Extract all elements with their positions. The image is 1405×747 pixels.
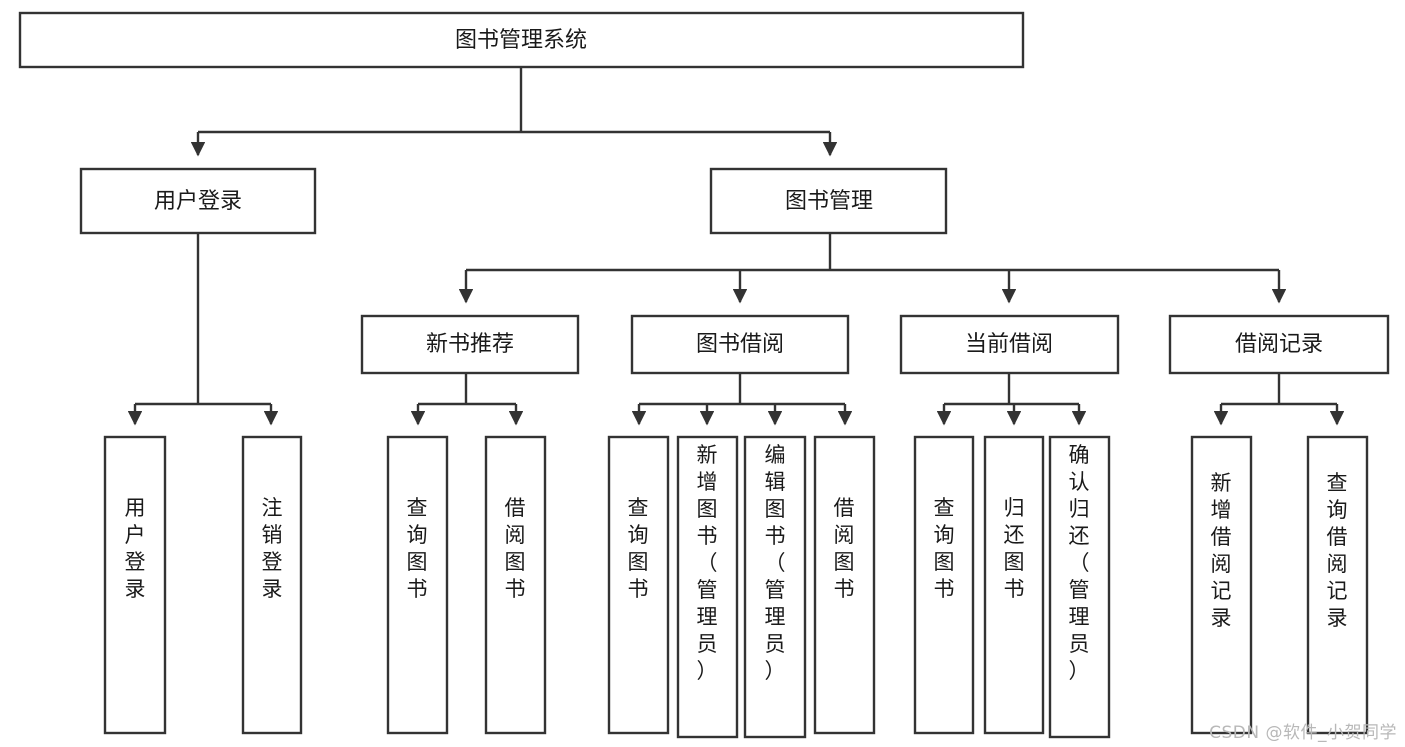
node-borrow-record-label: 借阅记录 xyxy=(1235,332,1323,357)
leaf-query-book-current[interactable]: 查询图书 xyxy=(913,435,975,735)
node-root-box[interactable] xyxy=(18,11,1025,69)
leaf-user-login-label: 用户登录 xyxy=(125,496,146,601)
leaf-user-login[interactable]: 用户登录 xyxy=(103,435,167,735)
node-current-borrow-box[interactable] xyxy=(899,314,1120,375)
leaf-query-book-recommend-label: 查询图书 xyxy=(407,496,428,601)
leaf-confirm-return-box[interactable] xyxy=(1048,435,1111,739)
connectors-bookmanage-to-level3 xyxy=(458,233,1287,304)
connectors-borrowrecord-to-leaves xyxy=(1213,373,1345,426)
leaf-borrow-book-borrow-box[interactable] xyxy=(813,435,876,735)
connectors-bookborrow-to-leaves xyxy=(631,373,853,426)
leaf-query-book-current-box[interactable] xyxy=(913,435,975,735)
leaf-borrow-book-recommend-label: 借阅图书 xyxy=(505,496,526,601)
leaf-add-borrow-record-label: 新增借阅记录 xyxy=(1211,471,1232,630)
leaf-query-borrow-record-label: 查询借阅记录 xyxy=(1327,471,1348,630)
leaf-add-borrow-record-box[interactable] xyxy=(1190,435,1253,735)
leaf-logout-login-label: 注销登录 xyxy=(262,496,283,601)
leaf-add-borrow-record[interactable]: 新增借阅记录 xyxy=(1190,435,1253,735)
connectors-userlogin-to-leaves xyxy=(127,233,279,426)
leaf-logout-login[interactable]: 注销登录 xyxy=(241,435,303,735)
leaf-logout-login-box[interactable] xyxy=(241,435,303,735)
leaf-return-book-label: 归还图书 xyxy=(1004,496,1025,601)
leaf-confirm-return[interactable]: 确认归还（管理员） xyxy=(1048,435,1111,739)
connectors-root-to-level2 xyxy=(190,67,838,157)
node-current-borrow-label: 当前借阅 xyxy=(965,332,1053,357)
node-book-borrow[interactable]: 图书借阅 xyxy=(630,314,850,375)
leaf-user-login-box[interactable] xyxy=(103,435,167,735)
node-new-book-recommend[interactable]: 新书推荐 xyxy=(360,314,580,375)
node-book-manage[interactable]: 图书管理 xyxy=(709,167,948,235)
node-book-manage-label: 图书管理 xyxy=(785,189,873,214)
leaf-return-book[interactable]: 归还图书 xyxy=(983,435,1045,735)
connectors-currentborrow-to-leaves xyxy=(936,373,1087,426)
leaf-borrow-book-borrow-label: 借阅图书 xyxy=(834,496,855,601)
leaf-query-borrow-record-box[interactable] xyxy=(1306,435,1369,735)
node-book-manage-box[interactable] xyxy=(709,167,948,235)
node-book-borrow-label: 图书借阅 xyxy=(696,332,784,357)
node-user-login-box[interactable] xyxy=(79,167,317,235)
leaf-add-book-label: 新增图书（管理员） xyxy=(697,443,718,683)
leaf-query-book-borrow[interactable]: 查询图书 xyxy=(607,435,670,735)
node-new-book-recommend-box[interactable] xyxy=(360,314,580,375)
leaf-borrow-book-recommend-box[interactable] xyxy=(484,435,547,735)
node-root-label: 图书管理系统 xyxy=(455,28,587,53)
node-user-login[interactable]: 用户登录 xyxy=(79,167,317,235)
leaf-confirm-return-label: 确认归还（管理员） xyxy=(1069,443,1090,683)
node-root[interactable]: 图书管理系统 xyxy=(18,11,1025,69)
leaf-query-book-borrow-label: 查询图书 xyxy=(628,496,649,601)
leaf-edit-book-box[interactable] xyxy=(743,435,807,739)
node-user-login-label: 用户登录 xyxy=(154,189,242,214)
leaf-add-book[interactable]: 新增图书（管理员） xyxy=(676,435,739,739)
leaf-query-borrow-record[interactable]: 查询借阅记录 xyxy=(1306,435,1369,735)
leaf-edit-book-label: 编辑图书（管理员） xyxy=(765,443,786,683)
node-new-book-recommend-label: 新书推荐 xyxy=(426,332,514,357)
leaf-query-book-recommend[interactable]: 查询图书 xyxy=(386,435,449,735)
node-book-borrow-box[interactable] xyxy=(630,314,850,375)
leaf-return-book-box[interactable] xyxy=(983,435,1045,735)
leaf-borrow-book-borrow[interactable]: 借阅图书 xyxy=(813,435,876,735)
leaf-edit-book[interactable]: 编辑图书（管理员） xyxy=(743,435,807,739)
connectors-newbook-to-leaves xyxy=(410,373,524,426)
node-borrow-record-box[interactable] xyxy=(1168,314,1390,375)
leaf-query-book-recommend-box[interactable] xyxy=(386,435,449,735)
node-borrow-record[interactable]: 借阅记录 xyxy=(1168,314,1390,375)
leaf-add-book-box[interactable] xyxy=(676,435,739,739)
leaf-borrow-book-recommend[interactable]: 借阅图书 xyxy=(484,435,547,735)
leaf-query-book-borrow-box[interactable] xyxy=(607,435,670,735)
node-current-borrow[interactable]: 当前借阅 xyxy=(899,314,1120,375)
csdn-watermark: CSDN @软件_小贺同学 xyxy=(1209,723,1397,743)
leaf-query-book-current-label: 查询图书 xyxy=(934,496,955,601)
